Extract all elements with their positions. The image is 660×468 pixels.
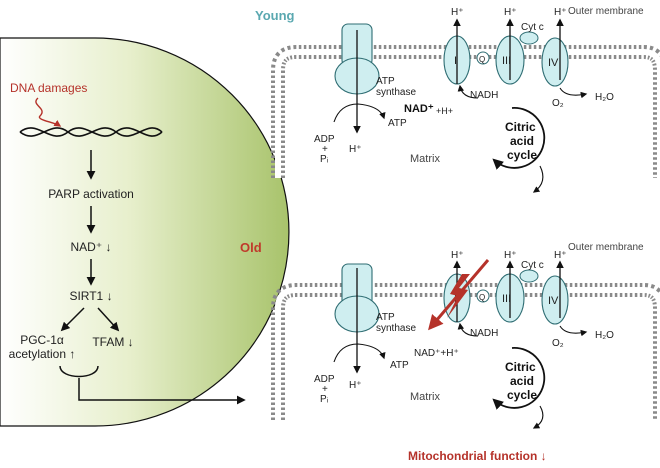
pi-label: Pᵢ: [320, 154, 329, 165]
quinone-label: Q: [479, 55, 485, 64]
h2o-label: H₂O: [595, 330, 614, 341]
quinone-label: Q: [479, 293, 485, 302]
cytochrome-c: [519, 269, 539, 283]
panel-young: Young Outer membrane ATP synthase H⁺ ADP…: [255, 6, 660, 193]
step-sirt1-decrease: SIRT1 ↓: [69, 289, 112, 303]
matrix-label: Matrix: [410, 153, 440, 165]
arrow-to-mitochondria: [78, 378, 246, 405]
cyt-c-label: Cyt c: [521, 260, 544, 271]
o2-label: O₂: [552, 98, 564, 109]
outer-membrane-label: Outer membrane: [568, 6, 644, 17]
quinone: [476, 289, 490, 303]
h-plus-atp: H⁺: [349, 144, 362, 155]
cytochrome-c: [519, 31, 539, 45]
h-plus-iv: H⁺: [554, 7, 567, 18]
atp-synthase-label-1: ATP: [376, 312, 395, 323]
citric-acid-cycle-tail: [532, 165, 544, 193]
atp-label: ATP: [388, 118, 407, 129]
adp-label: ADP: [314, 134, 335, 145]
adp-label: ADP: [314, 374, 335, 385]
matrix-label: Matrix: [410, 391, 440, 403]
h-plus-iii: H⁺: [504, 7, 517, 18]
outer-membrane-label: Outer membrane: [568, 242, 644, 253]
adp-to-atp-arrow: [333, 103, 386, 123]
cycle-label-3: cycle: [507, 388, 537, 402]
nad-h-label: +H+: [436, 106, 453, 116]
nad-label: NAD⁺+H⁺: [414, 348, 459, 359]
tfam-label: TFAM ↓: [92, 335, 133, 349]
nucleus-body: [0, 37, 290, 427]
complex-iv: [541, 275, 569, 325]
step-nad-decrease: NAD⁺ ↓: [70, 240, 111, 254]
complex-iv: [541, 37, 569, 87]
h-plus-i: H⁺: [451, 250, 464, 261]
o2-label: O₂: [552, 338, 564, 349]
citric-acid-cycle-tail: [532, 405, 544, 429]
panel-label: Young: [255, 8, 295, 23]
citric-acid-cycle-ring: [492, 347, 546, 410]
complex-iii-label: III: [502, 55, 511, 67]
pgc1a-label: PGC-1α: [20, 333, 64, 347]
h2o-label: H₂O: [595, 92, 614, 103]
cycle-label-2: acid: [510, 374, 534, 388]
mitochondrial-function-label: Mitochondrial function ↓: [408, 449, 547, 463]
nad-label: NAD⁺: [404, 103, 434, 115]
dna-damage-arrow: [35, 97, 62, 127]
pgc1a-acetylation-label: acetylation ↑: [9, 347, 76, 361]
step-parp-activation: PARP activation: [48, 187, 134, 201]
o2-to-h2o-arrow: [559, 87, 588, 99]
h-plus-iii: H⁺: [504, 250, 517, 261]
quinone: [476, 51, 490, 65]
inner-membrane-core: [275, 49, 660, 178]
inner-membrane-core: [275, 287, 660, 420]
atp-label: ATP: [390, 360, 409, 371]
atp-synthase-label-1: ATP: [376, 76, 395, 87]
cycle-label-3: cycle: [507, 148, 537, 162]
cycle-label-1: Citric: [505, 120, 536, 134]
merge-bracket: [59, 365, 99, 378]
nadh-arrow: [457, 84, 479, 99]
adp-to-atp-arrow: [333, 343, 386, 363]
cycle-label-2: acid: [510, 134, 534, 148]
adp-plus: +: [322, 384, 328, 395]
h-plus-i: H⁺: [451, 7, 464, 18]
complex-iii-label: III: [502, 293, 511, 305]
dna-helix-icon: [19, 127, 163, 137]
arrow-sirt1-to-pgc: [60, 307, 85, 332]
complex-iv-label: IV: [548, 57, 559, 69]
h-plus-iv: H⁺: [554, 250, 567, 261]
citric-acid-cycle-ring: [492, 107, 546, 170]
cycle-label-1: Citric: [505, 360, 536, 374]
cyt-c-label: Cyt c: [521, 22, 544, 33]
panel-old: Old Outer membrane ATP synthase H⁺ ADP +…: [240, 240, 660, 429]
panel-label: Old: [240, 240, 262, 255]
nadh-label: NADH: [470, 328, 498, 339]
nadh-label: NADH: [470, 90, 498, 101]
nadh-arrow: [457, 322, 479, 337]
dna-damage-label: DNA damages: [10, 81, 87, 95]
pi-label: Pᵢ: [320, 394, 329, 405]
h-plus-atp: H⁺: [349, 380, 362, 391]
nucleus: DNA damages PARP activation NAD⁺ ↓ SIRT1…: [0, 37, 290, 427]
o2-to-h2o-arrow: [559, 325, 588, 337]
atp-synthase-label-2: synthase: [376, 323, 416, 334]
adp-plus: +: [322, 144, 328, 155]
atp-synthase-label-2: synthase: [376, 87, 416, 98]
arrow-sirt1-to-tfam: [97, 307, 120, 332]
complex-iv-label: IV: [548, 295, 559, 307]
complex-i-label: I: [454, 55, 457, 67]
impairment-arrow: [428, 259, 490, 331]
